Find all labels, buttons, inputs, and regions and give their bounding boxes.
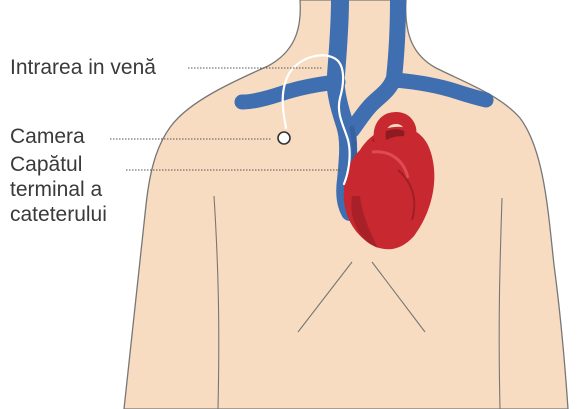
port-chamber xyxy=(278,132,290,144)
label-catheter-tip-line-3: cateterului xyxy=(10,202,107,227)
label-catheter-tip-line-2: terminal a xyxy=(10,177,107,202)
label-catheter-tip: Capătul terminal a cateterului xyxy=(10,152,107,227)
label-vein-entry: Intrarea in venă xyxy=(10,55,156,80)
label-camera: Camera xyxy=(10,124,85,149)
label-catheter-tip-line-1: Capătul xyxy=(10,152,107,177)
